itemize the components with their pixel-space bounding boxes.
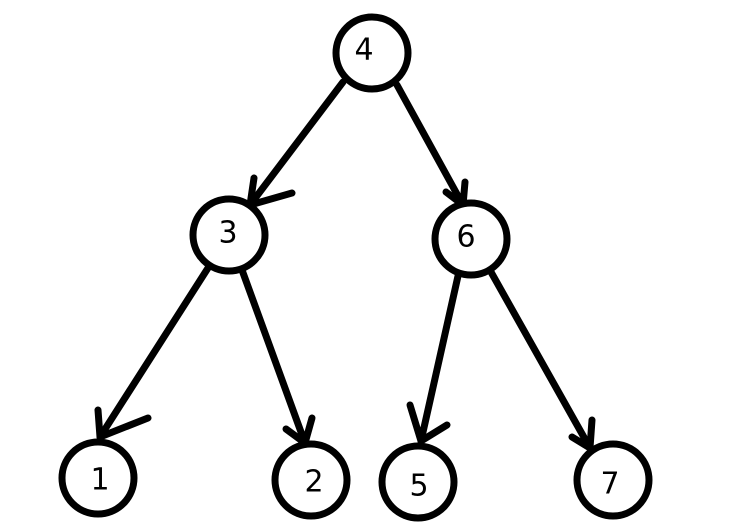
node-label: 6 (456, 220, 475, 255)
tree-node-6: 6 (431, 199, 511, 279)
node-circle (431, 199, 511, 279)
node-circle (573, 440, 653, 520)
edge-3-2-line (238, 266, 309, 447)
edge-3-1-arrowhead (94, 406, 152, 441)
tree-node-2: 2 (271, 440, 351, 520)
node-label: 5 (409, 469, 428, 504)
node-label: 7 (600, 467, 619, 502)
node-label: 4 (354, 33, 373, 68)
edge-6-5 (406, 272, 462, 445)
tree-node-7: 7 (573, 440, 653, 520)
tree-node-1: 1 (58, 438, 138, 518)
edge-4-6 (393, 81, 469, 209)
edge-6-5-line (417, 272, 462, 445)
edges (94, 78, 596, 452)
edge-6-7 (487, 268, 596, 452)
edge-4-3-line (246, 78, 347, 209)
tree-node-4: 4 (332, 13, 412, 93)
node-circle (378, 442, 458, 522)
node-label: 2 (304, 465, 323, 500)
edge-3-1 (94, 264, 212, 441)
nodes: 4 3 6 1 2 5 7 (58, 13, 653, 522)
tree-node-3: 3 (189, 195, 269, 275)
node-circle (189, 195, 269, 275)
node-circle (271, 440, 351, 520)
edge-6-5-arrowhead (406, 401, 451, 445)
edge-3-1-line (96, 264, 212, 441)
edge-6-7-line (487, 268, 594, 452)
tree-node-5: 5 (378, 442, 458, 522)
edge-4-6-line (393, 81, 467, 209)
edge-3-2 (238, 266, 316, 447)
node-circle (332, 13, 412, 93)
node-label: 3 (218, 216, 237, 251)
node-label: 1 (90, 463, 109, 498)
edge-4-3 (246, 78, 347, 209)
node-circle (58, 438, 138, 518)
